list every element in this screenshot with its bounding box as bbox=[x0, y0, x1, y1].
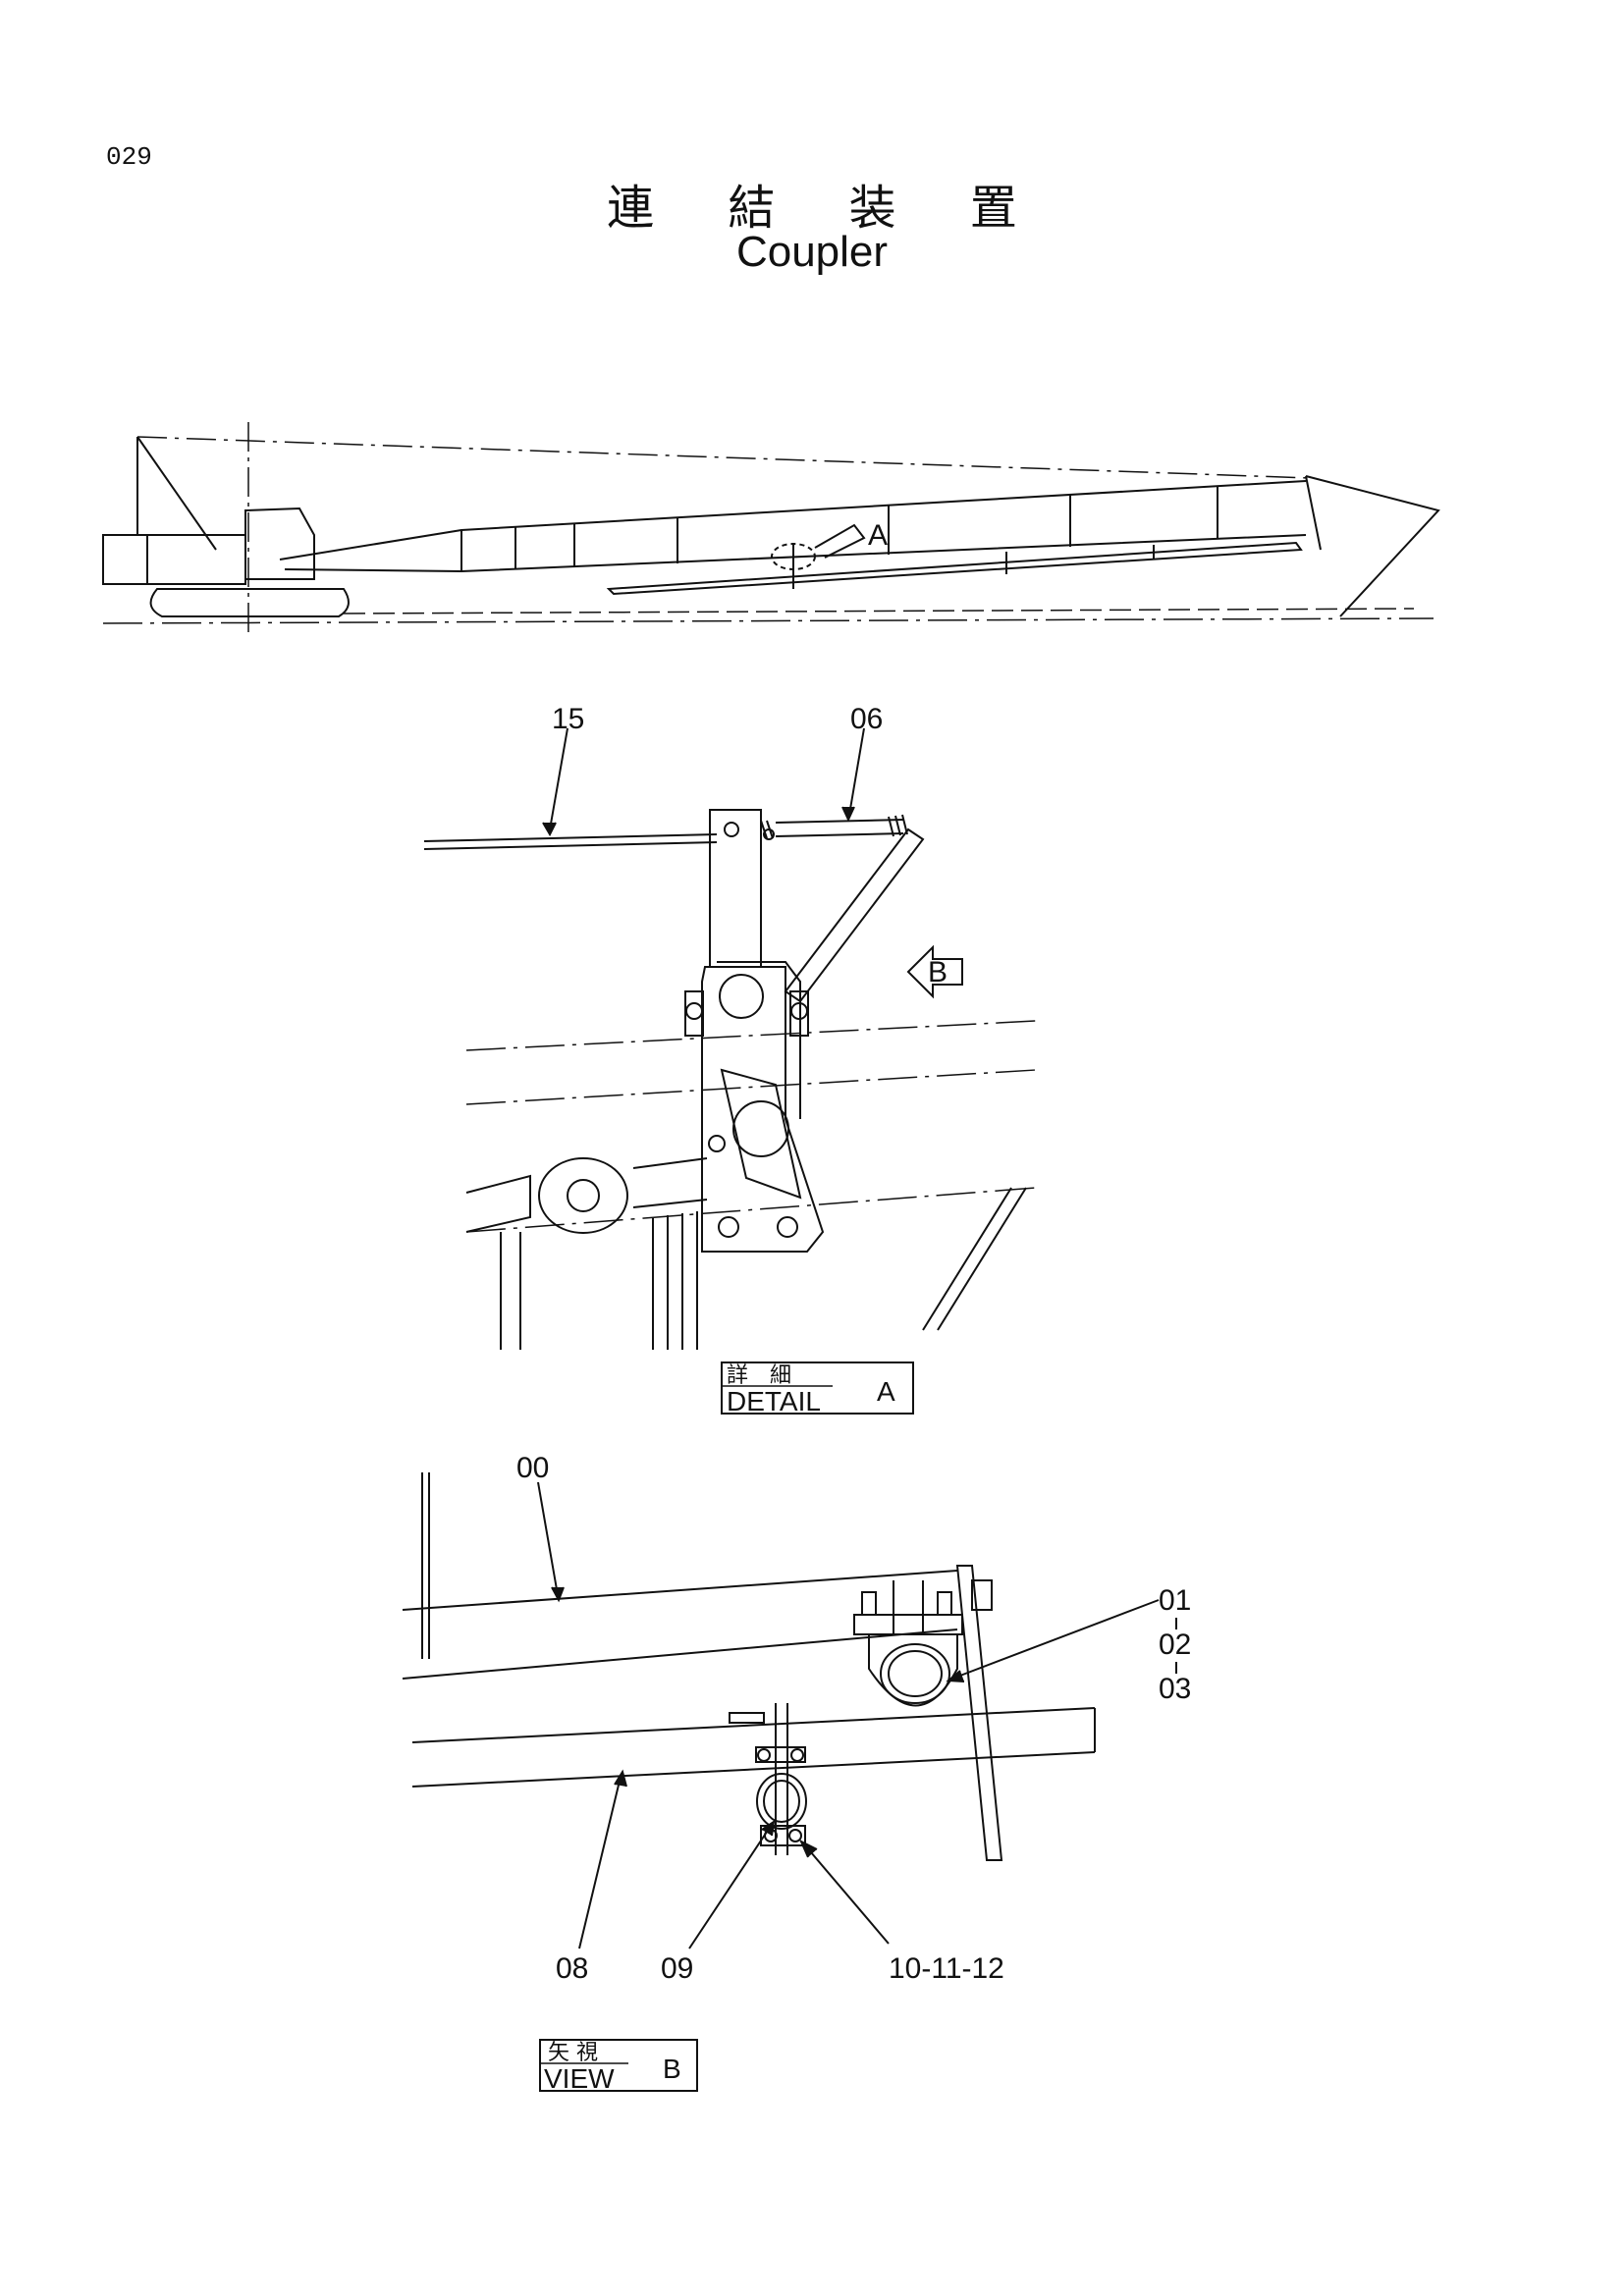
view-b-jp: 矢 視 bbox=[548, 2041, 598, 2065]
view-b-label-box: 矢 視 VIEW B bbox=[539, 2039, 698, 2094]
callout-09: 09 bbox=[661, 1952, 693, 1985]
detail-a-drawing bbox=[423, 727, 1037, 1350]
detail-a-label-box: 詳 細 DETAIL A bbox=[721, 1362, 914, 1416]
view-b-drawing bbox=[402, 1472, 1160, 1949]
callout-06: 06 bbox=[850, 703, 883, 735]
title-japanese: 連 結 装 置 bbox=[607, 181, 1047, 236]
overview-drawing bbox=[102, 422, 1440, 638]
callout-02: 02 bbox=[1159, 1629, 1191, 1661]
detail-a-letter: A bbox=[877, 1376, 895, 1407]
callout-03: 03 bbox=[1159, 1673, 1191, 1705]
detail-a-arrow-marker-b: B bbox=[928, 956, 947, 988]
callout-08: 08 bbox=[556, 1952, 588, 1985]
callout-01: 01 bbox=[1159, 1584, 1191, 1617]
callout-10-11-12: 10-11-12 bbox=[889, 1952, 1004, 1985]
callout-00: 00 bbox=[516, 1452, 549, 1484]
view-b-en: VIEW bbox=[544, 2063, 615, 2094]
detail-a-jp: 詳 細 bbox=[727, 1363, 791, 1388]
overview-marker-a: A bbox=[868, 519, 888, 552]
page-number: 029 bbox=[106, 142, 152, 172]
title-english: Coupler bbox=[735, 228, 889, 276]
detail-a-en: DETAIL bbox=[727, 1386, 821, 1416]
callout-15: 15 bbox=[552, 703, 584, 735]
view-b-letter: B bbox=[663, 2054, 681, 2084]
